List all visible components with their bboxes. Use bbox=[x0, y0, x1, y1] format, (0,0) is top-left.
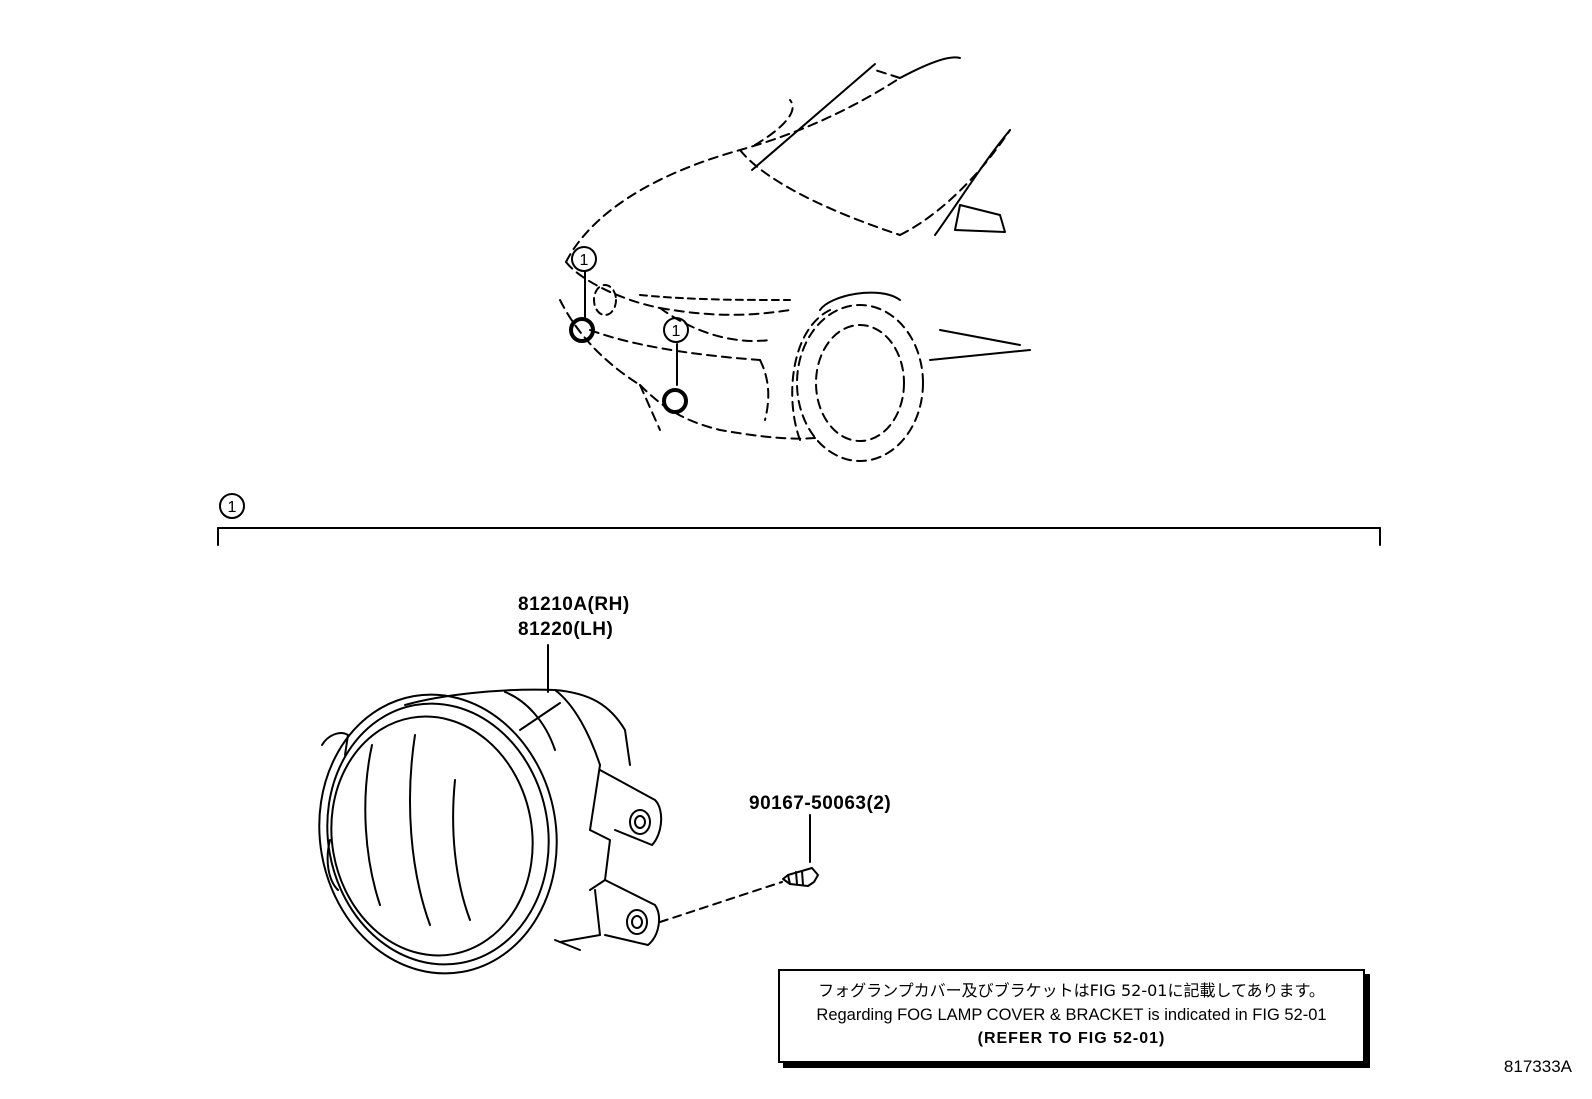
section-callout-circle bbox=[219, 493, 245, 519]
callout-number-1b: 1 bbox=[672, 323, 681, 340]
bolt bbox=[782, 814, 819, 887]
bolt-install-line bbox=[659, 881, 783, 923]
note-english: Regarding FOG LAMP COVER & BRACKET is in… bbox=[816, 1006, 1327, 1024]
note-japanese: フォグランプカバー及びブラケットはFIG 52-01に記載してあります。 bbox=[818, 981, 1325, 1000]
section-callout-number: 1 bbox=[228, 499, 237, 516]
fog-lamp-location-marker-right bbox=[662, 343, 688, 414]
part-number-bolt[interactable]: 90167-50063(2) bbox=[749, 793, 891, 814]
reference-note-box: フォグランプカバー及びブラケットはFIG 52-01に記載してあります。 Reg… bbox=[778, 969, 1365, 1063]
section-bracket bbox=[217, 527, 1381, 546]
callout-circle-1b bbox=[663, 317, 689, 343]
headlight bbox=[593, 284, 791, 316]
part-number-fog-lamp-lh[interactable]: 81220(LH) bbox=[518, 619, 613, 640]
fog-lamp-location-marker-left bbox=[569, 271, 595, 343]
callout-number-1a: 1 bbox=[580, 252, 589, 269]
car-front-illustration bbox=[559, 69, 1011, 440]
callout-circle-1a bbox=[571, 246, 597, 272]
part-number-fog-lamp-rh[interactable]: 81210A(RH) bbox=[518, 594, 630, 615]
front-wheel bbox=[791, 304, 924, 462]
figure-id: 817333A bbox=[1503, 1057, 1572, 1076]
note-reference[interactable]: (REFER TO FIG 52-01) bbox=[977, 1030, 1166, 1047]
car-body-solid-lines bbox=[751, 56, 1031, 361]
fog-lamp-assembly bbox=[318, 644, 663, 975]
